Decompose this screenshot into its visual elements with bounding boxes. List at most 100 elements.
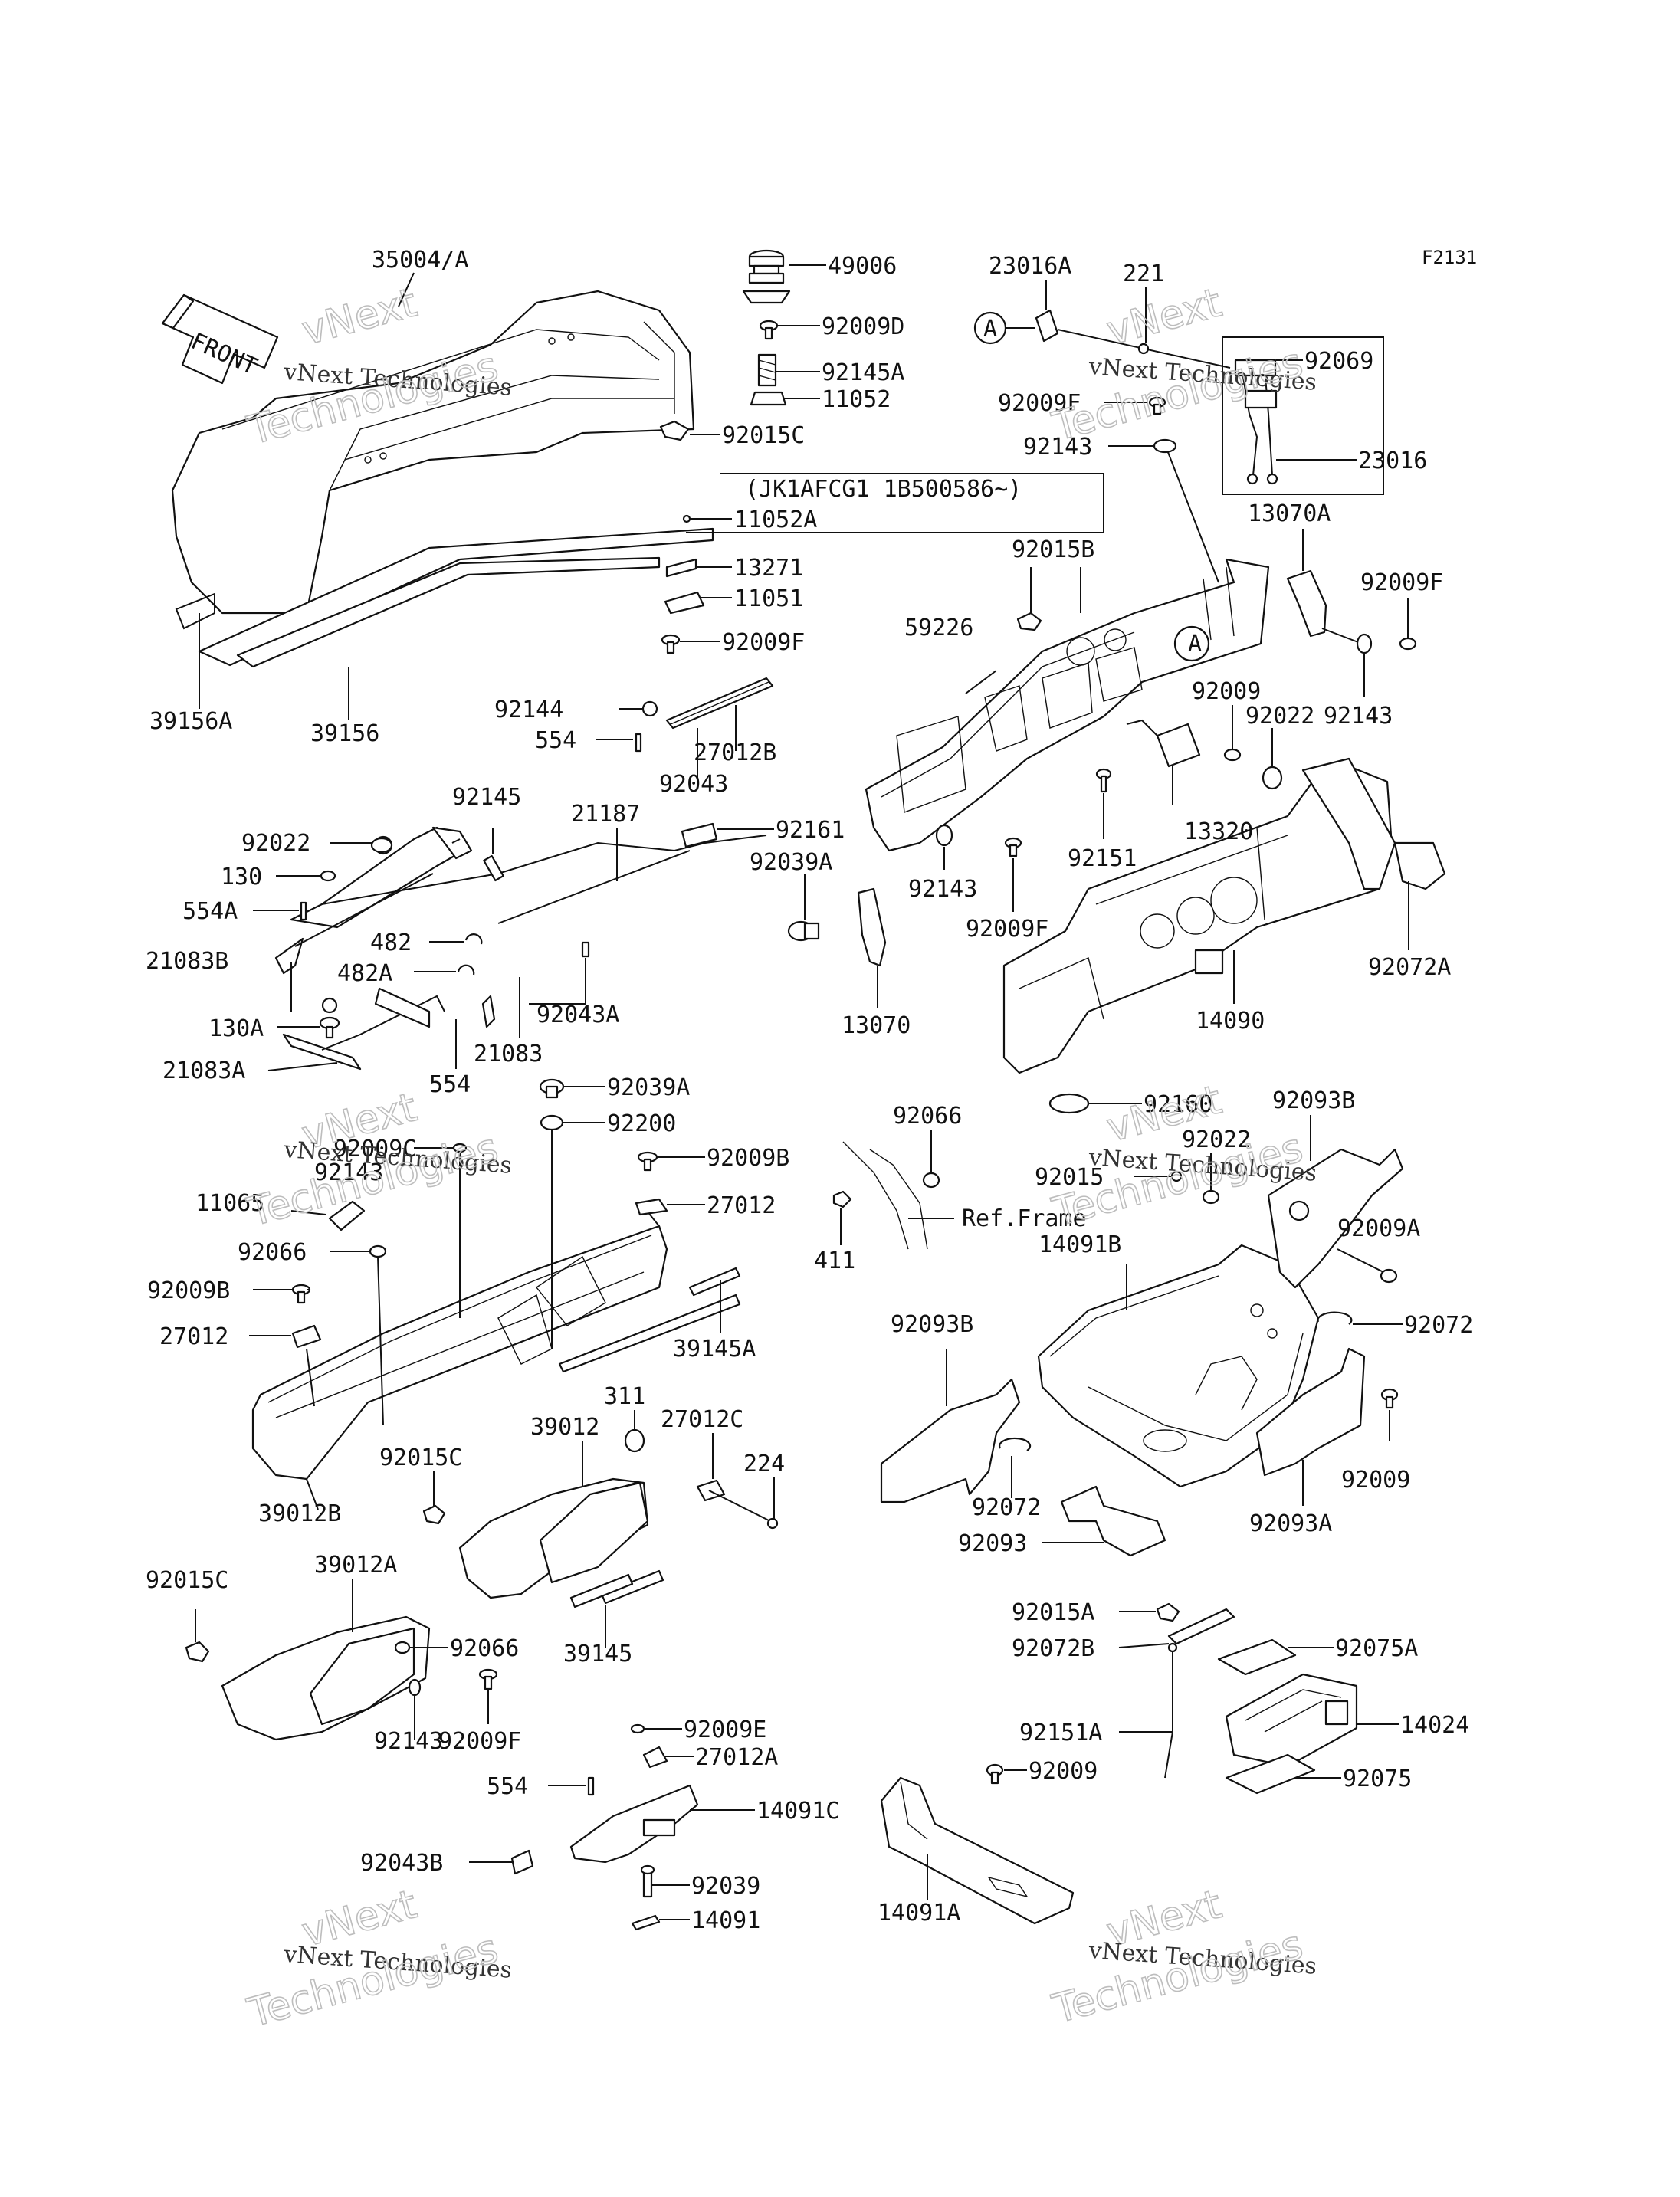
clip-27012c: [696, 1479, 726, 1502]
nut-92015c-center: [422, 1504, 446, 1525]
guard-92093b-right: [1267, 1148, 1404, 1289]
cap-92066-left: [369, 1244, 387, 1258]
cap-92066-lower: [394, 1641, 411, 1654]
label-27012b: 27012B: [694, 739, 776, 766]
washer-92143-lower: [408, 1678, 422, 1697]
serial-note-box: (JK1AFCG1 1B500586~): [686, 473, 1104, 533]
label-92015c-3: 92015C: [146, 1567, 228, 1594]
bracket-92093a: [1255, 1347, 1366, 1477]
washer-92143-right: [1356, 633, 1373, 654]
label-92009-2: 92009: [1341, 1467, 1410, 1494]
watermark-bottom-left: vNext vNext Technologies Technologies: [242, 1881, 513, 2037]
label-411: 411: [814, 1248, 855, 1274]
tray-14091c: [569, 1784, 699, 1864]
pad-92075: [1225, 1753, 1316, 1795]
bump-stop-49006: [742, 249, 791, 304]
label-92009f-3: 92009F: [722, 629, 805, 656]
label-92043: 92043: [659, 771, 728, 798]
pin-554-lower: [587, 1776, 595, 1796]
pin-14091: [631, 1914, 661, 1931]
bolt-92009f-panel: [1004, 837, 1022, 857]
callout-a-panel: A: [1188, 631, 1202, 657]
pad-92075a: [1217, 1638, 1297, 1676]
label-92093b-2: 92093B: [891, 1311, 973, 1338]
grommet-92043b: [510, 1849, 534, 1875]
front-arrow-icon: FRONT: [161, 293, 279, 385]
label-92072-1: 92072: [1404, 1312, 1473, 1339]
label-27012a: 27012A: [695, 1744, 778, 1771]
label-59226: 59226: [904, 615, 973, 641]
label-92015a: 92015A: [1012, 1599, 1094, 1626]
clip-482a: [457, 964, 475, 976]
bracket-11051: [664, 591, 705, 615]
washer-92143-top: [1153, 438, 1177, 454]
label-92022-1: 92022: [1245, 703, 1314, 730]
label-92066-1: 92066: [893, 1103, 962, 1130]
label-92039: 92039: [691, 1873, 760, 1900]
console-39012: [458, 1477, 649, 1599]
case-39012a: [221, 1615, 431, 1741]
bolt-130: [320, 870, 336, 882]
ref-frame-label: Ref.Frame: [962, 1205, 1087, 1232]
label-221: 221: [1123, 261, 1164, 287]
label-27012-2: 27012: [159, 1323, 228, 1350]
label-92161: 92161: [776, 817, 845, 844]
bolt-92009b-top: [637, 1151, 658, 1172]
clip-27012-left: [291, 1324, 322, 1349]
harness-23016: [1234, 359, 1278, 485]
nut-92015c-top: [659, 420, 690, 441]
label-92143-4: 92143: [314, 1159, 383, 1186]
label-14024: 14024: [1400, 1712, 1469, 1739]
label-14091b: 14091B: [1039, 1231, 1121, 1258]
label-92009f-5: 92009F: [438, 1728, 521, 1755]
strap-92072b: [1167, 1608, 1235, 1645]
label-13070a: 13070A: [1248, 500, 1331, 527]
svg-text:vNext: vNext: [297, 280, 422, 354]
bracket-13070a: [1286, 569, 1327, 638]
label-92015: 92015: [1035, 1164, 1104, 1191]
label-92075a: 92075A: [1335, 1635, 1418, 1662]
label-92022-2: 92022: [241, 830, 310, 857]
label-21187: 21187: [571, 801, 640, 828]
label-14090: 14090: [1196, 1008, 1265, 1035]
washer-92143-panel: [935, 824, 953, 847]
bracket-92093: [1060, 1485, 1166, 1557]
label-13320: 13320: [1184, 818, 1253, 845]
rod-92151a: [1164, 1642, 1178, 1779]
label-39012b: 39012B: [258, 1500, 341, 1527]
label-92043b: 92043B: [360, 1850, 443, 1877]
bolt-92009e: [630, 1723, 645, 1734]
label-92043a: 92043A: [536, 1002, 619, 1028]
label-14091: 14091: [691, 1907, 760, 1934]
meter-panel-14090: [1002, 757, 1446, 1074]
label-14091a: 14091A: [878, 1900, 960, 1926]
bushing-11052: [750, 391, 787, 406]
wire-harness-box: [1222, 336, 1384, 495]
terminal-221: [1137, 343, 1150, 355]
callout-a-top-label: A: [983, 316, 997, 343]
svg-text:vNext: vNext: [1102, 280, 1226, 354]
cap-92066-frame: [922, 1172, 940, 1189]
switch-13320: [1126, 719, 1201, 768]
bolt-92009f-right: [1399, 637, 1417, 651]
switch-23016a: [1035, 309, 1059, 343]
label-92015c-2: 92015C: [379, 1444, 462, 1471]
bolt-92009a: [1380, 1268, 1398, 1284]
watermark-top-right: vNext vNext Technologies Technologies: [1047, 279, 1317, 451]
label-11052a: 11052A: [734, 507, 817, 533]
bolt-130a: [319, 1016, 340, 1039]
bolt-92009-panel: [1223, 748, 1242, 762]
label-21083a: 21083A: [162, 1058, 245, 1084]
label-554a: 554A: [182, 898, 238, 925]
label-92143-2: 92143: [1324, 703, 1393, 730]
label-130: 130: [221, 864, 262, 890]
label-92151: 92151: [1068, 845, 1137, 872]
label-92009-1: 92009: [1192, 678, 1261, 705]
screw-224: [766, 1517, 779, 1530]
washer-92022-panel: [1262, 766, 1283, 790]
nut-92015c-left: [185, 1641, 210, 1663]
label-92009f-2: 92009F: [1360, 569, 1443, 596]
label-92145: 92145: [452, 784, 521, 811]
label-13271: 13271: [734, 555, 803, 582]
clip-27012a: [642, 1746, 668, 1769]
